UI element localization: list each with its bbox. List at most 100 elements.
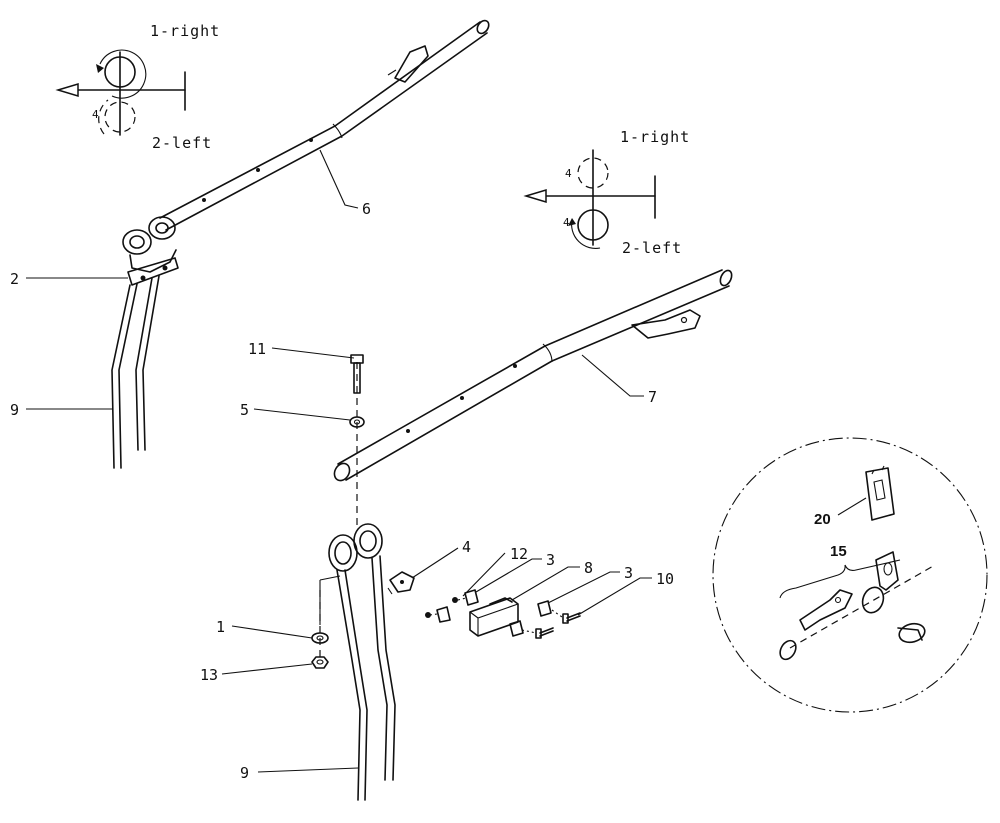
spring-coil-inner xyxy=(155,222,169,234)
leader-1 xyxy=(231,625,313,639)
arm-bracket-tab xyxy=(387,69,397,76)
arm-bracket xyxy=(394,45,429,83)
plate-3 xyxy=(464,589,479,606)
tine-holder-plate xyxy=(127,257,179,286)
tube-hole xyxy=(256,168,260,172)
leader-9b xyxy=(257,767,359,773)
detail-clip-hole xyxy=(883,562,893,576)
tine-holder-clamp xyxy=(129,249,177,273)
tine-right-edge xyxy=(142,275,160,451)
arrowhead-left-icon xyxy=(568,218,576,226)
direction-arrowhead xyxy=(523,188,547,204)
direction-arrowhead xyxy=(55,82,79,98)
leader-20 xyxy=(837,497,867,516)
nut-12 xyxy=(452,597,458,603)
rotation-arrow-left-icon xyxy=(98,99,109,135)
washer-nut-5 xyxy=(349,416,365,428)
callout-leaders xyxy=(26,149,867,773)
callout-6: 6 xyxy=(362,200,371,218)
assembly-dotted-lines xyxy=(429,597,563,634)
detail-lynch-pin-ring xyxy=(898,622,926,644)
plate-3 xyxy=(537,600,552,617)
callout-4: 4 xyxy=(462,538,471,556)
rotation-mark-left: 4 xyxy=(563,216,570,229)
spring-coil xyxy=(122,229,152,255)
callout-13: 13 xyxy=(200,666,218,684)
spring-tine-exploded xyxy=(319,523,396,801)
plate-3 xyxy=(509,620,524,637)
arm-tube-open-end xyxy=(333,462,351,482)
leader-13 xyxy=(221,663,313,675)
rotation-label-left: 2-left xyxy=(622,239,682,257)
tube-hole xyxy=(202,198,206,202)
callout-9: 9 xyxy=(10,401,19,419)
nut-hole xyxy=(316,659,324,665)
callout-7: 7 xyxy=(648,388,657,406)
leader-10 xyxy=(577,577,652,616)
detail-plate-tabs xyxy=(871,465,885,475)
bolt-shank xyxy=(353,362,361,394)
arm-tube-end xyxy=(476,19,490,35)
callout-8: 8 xyxy=(584,559,593,577)
clip-tab xyxy=(387,587,393,595)
clamp-block-edges xyxy=(469,603,519,636)
arm-plate-bracket xyxy=(631,309,701,339)
tine-left-edge xyxy=(118,283,138,469)
nut xyxy=(311,656,329,669)
callout-15: 15 xyxy=(830,543,847,560)
bolt-10 xyxy=(539,627,554,637)
rotation-arrow-left-icon xyxy=(571,219,601,249)
spring-coil-inner xyxy=(129,235,145,249)
callout-3: 3 xyxy=(624,564,633,582)
tine-left-edge xyxy=(336,569,361,801)
clamp-parts xyxy=(387,571,581,639)
callout-2: 2 xyxy=(10,270,19,288)
bracket-hole xyxy=(680,316,688,324)
tine-arm-assembled xyxy=(111,19,490,469)
detail-plate-20 xyxy=(865,467,895,521)
leader-8 xyxy=(511,566,580,601)
callout-3: 3 xyxy=(546,551,555,569)
leader-7 xyxy=(581,354,644,397)
callout-11: 11 xyxy=(248,340,266,358)
callout-20: 20 xyxy=(814,511,831,528)
clamp-block-top-ridge xyxy=(489,597,513,605)
spring-coil xyxy=(148,216,176,240)
detail-tube-end xyxy=(779,639,797,661)
bolt-10-head xyxy=(535,628,542,639)
rotor-circle-right xyxy=(577,157,609,189)
arrowhead-right-icon xyxy=(96,64,104,73)
callout-12: 12 xyxy=(510,545,528,563)
detail-plate-slot xyxy=(873,479,886,501)
arm-tube-upper-edge xyxy=(159,21,481,219)
bolt-head xyxy=(350,354,364,364)
callout-10: 10 xyxy=(656,570,674,588)
nut-12 xyxy=(425,612,431,618)
rotation-label-right: 1-right xyxy=(150,22,220,40)
callout-labels: 2 9 6 11 5 7 4 12 3 8 3 10 1 13 9 20 15 xyxy=(10,200,847,782)
nut-hole xyxy=(353,419,361,425)
arm-tube-joint xyxy=(542,343,553,363)
leader-11 xyxy=(271,347,355,359)
spring-coil xyxy=(328,534,358,572)
rotation-symbol-top: 1-right 2-left 4 xyxy=(55,22,220,152)
detail-view xyxy=(712,437,988,713)
detail-bracket xyxy=(799,589,853,631)
tine-right-edge xyxy=(135,277,153,451)
washer-hole xyxy=(316,635,324,641)
leader-3b xyxy=(547,571,620,604)
callout-1: 1 xyxy=(216,618,225,636)
rotation-label-right: 1-right xyxy=(620,128,690,146)
tine-right-edge xyxy=(371,557,388,781)
arm-tube-end xyxy=(719,269,733,287)
rotation-symbol-mid: 1-right 2-left 4 4 xyxy=(523,128,690,257)
tine-right-edge xyxy=(379,555,396,781)
leader-12 xyxy=(462,552,506,597)
detail-axis-line xyxy=(789,564,936,649)
callout-5: 5 xyxy=(240,401,249,419)
tube-hole xyxy=(513,364,517,368)
rotor-circle-left xyxy=(104,101,136,133)
rotation-mark-right: 4 xyxy=(565,167,572,180)
tine-left-edge xyxy=(111,284,131,469)
